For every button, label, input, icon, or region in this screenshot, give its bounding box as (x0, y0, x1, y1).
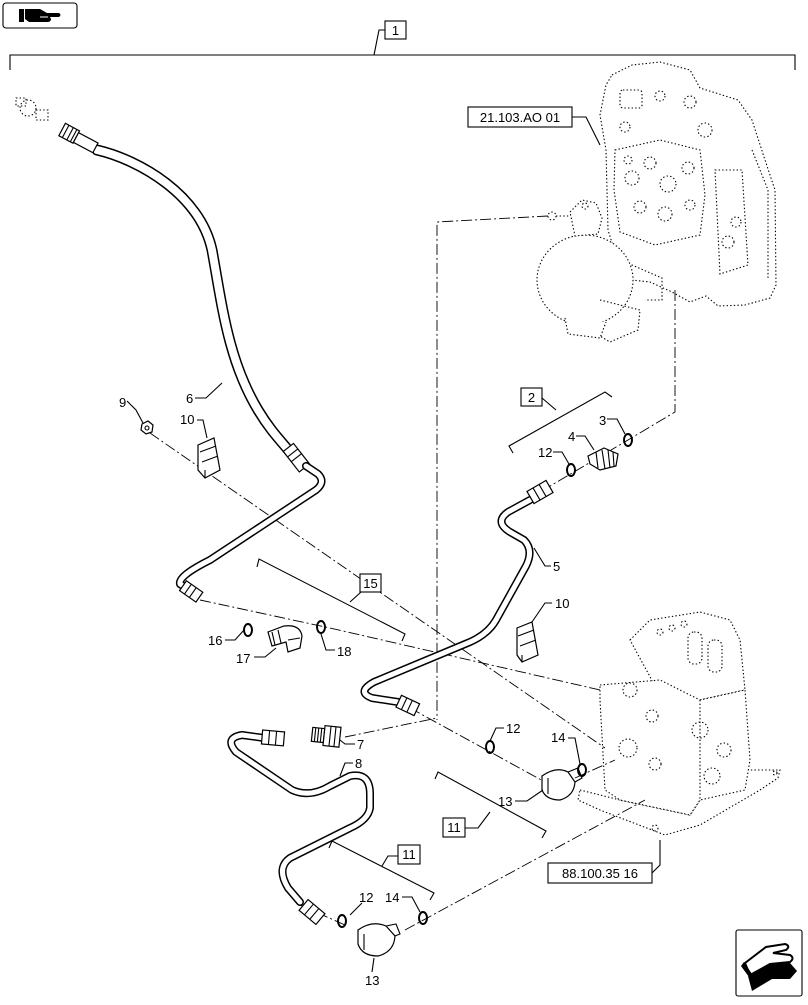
lower-valve-ref-box[interactable]: 88.100.35 16 (547, 862, 653, 884)
callout-13-bottom[interactable]: 13 (365, 973, 379, 988)
callout-5[interactable]: 5 (553, 559, 560, 574)
group-2-text: 2 (528, 390, 535, 405)
lower-valve-ref: 88.100.35 16 (562, 866, 638, 881)
group-2 (508, 391, 613, 454)
upper-valve-body (599, 61, 777, 307)
accumulator (536, 199, 663, 343)
callout-14-mid[interactable]: 14 (551, 730, 565, 745)
callout-18[interactable]: 18 (337, 644, 351, 659)
fitting-7 (310, 724, 342, 748)
assembly-leader (373, 29, 385, 56)
upper-valve-leader (572, 116, 601, 146)
group-11-mid-text: 11 (447, 820, 461, 835)
callout-7[interactable]: 7 (357, 737, 364, 752)
callout-12-top[interactable]: 12 (538, 445, 552, 460)
o-ring-3 (623, 433, 633, 447)
callout-16[interactable]: 16 (208, 633, 222, 648)
callout-14-bottom[interactable]: 14 (385, 890, 399, 905)
assembly-label: 1 (392, 23, 399, 38)
group-11-bottom-label[interactable]: 11 (397, 844, 421, 865)
upper-valve-ref-box[interactable]: 21.103.AO 01 (467, 106, 573, 128)
callout-12-bottom[interactable]: 12 (359, 890, 373, 905)
nav-hand-button[interactable] (2, 2, 78, 29)
callout-3[interactable]: 3 (599, 413, 606, 428)
group-2-label[interactable]: 2 (520, 387, 543, 407)
group-11-bottom-text: 11 (402, 847, 416, 862)
hand-pointing-icon (19, 9, 61, 22)
clip-10-right (516, 621, 539, 663)
lower-valve-body (577, 611, 781, 836)
group-15-label[interactable]: 15 (359, 573, 382, 593)
callout-12-mid[interactable]: 12 (506, 721, 520, 736)
callout-9[interactable]: 9 (119, 395, 126, 410)
lower-valve-leader (651, 840, 661, 874)
o-ring-18 (316, 620, 326, 634)
o-ring-12-bottom (337, 914, 347, 928)
upper-valve-ref: 21.103.AO 01 (480, 110, 560, 125)
callout-4[interactable]: 4 (568, 429, 575, 444)
group-11-bottom (328, 840, 435, 901)
hose-end-ghost-fitting (15, 97, 49, 121)
callout-17[interactable]: 17 (236, 651, 250, 666)
elbow-13-mid (541, 767, 583, 801)
group-11-mid (434, 771, 547, 839)
tube-5 (360, 479, 554, 717)
o-ring-14-mid (577, 763, 587, 777)
o-rings (243, 433, 633, 928)
o-ring-16 (243, 623, 253, 637)
callout-leaders (126, 382, 626, 973)
assembly-bracket (9, 54, 796, 70)
clip-10-left (197, 437, 221, 479)
nut-9 (140, 420, 154, 435)
group-11-mid-label[interactable]: 11 (442, 817, 466, 838)
o-ring-12-top (566, 463, 576, 477)
o-ring-14-bottom (418, 911, 428, 925)
callout-6[interactable]: 6 (186, 391, 193, 406)
nav-next-button[interactable] (735, 929, 803, 997)
tube-8 (227, 729, 374, 926)
hand-arrow-icon (741, 942, 797, 991)
elbow-13-bottom (357, 923, 401, 957)
callout-10-right[interactable]: 10 (555, 596, 569, 611)
assembly-label-box[interactable]: 1 (384, 20, 407, 40)
callout-10-left[interactable]: 10 (180, 412, 194, 427)
group-15 (256, 558, 406, 642)
group-15-text: 15 (363, 576, 377, 591)
o-ring-12-mid (485, 740, 495, 754)
fitting-4 (587, 447, 619, 471)
callout-8[interactable]: 8 (355, 756, 362, 771)
callout-13-mid[interactable]: 13 (498, 794, 512, 809)
hose-6 (15, 97, 326, 603)
elbow-17 (267, 625, 303, 653)
